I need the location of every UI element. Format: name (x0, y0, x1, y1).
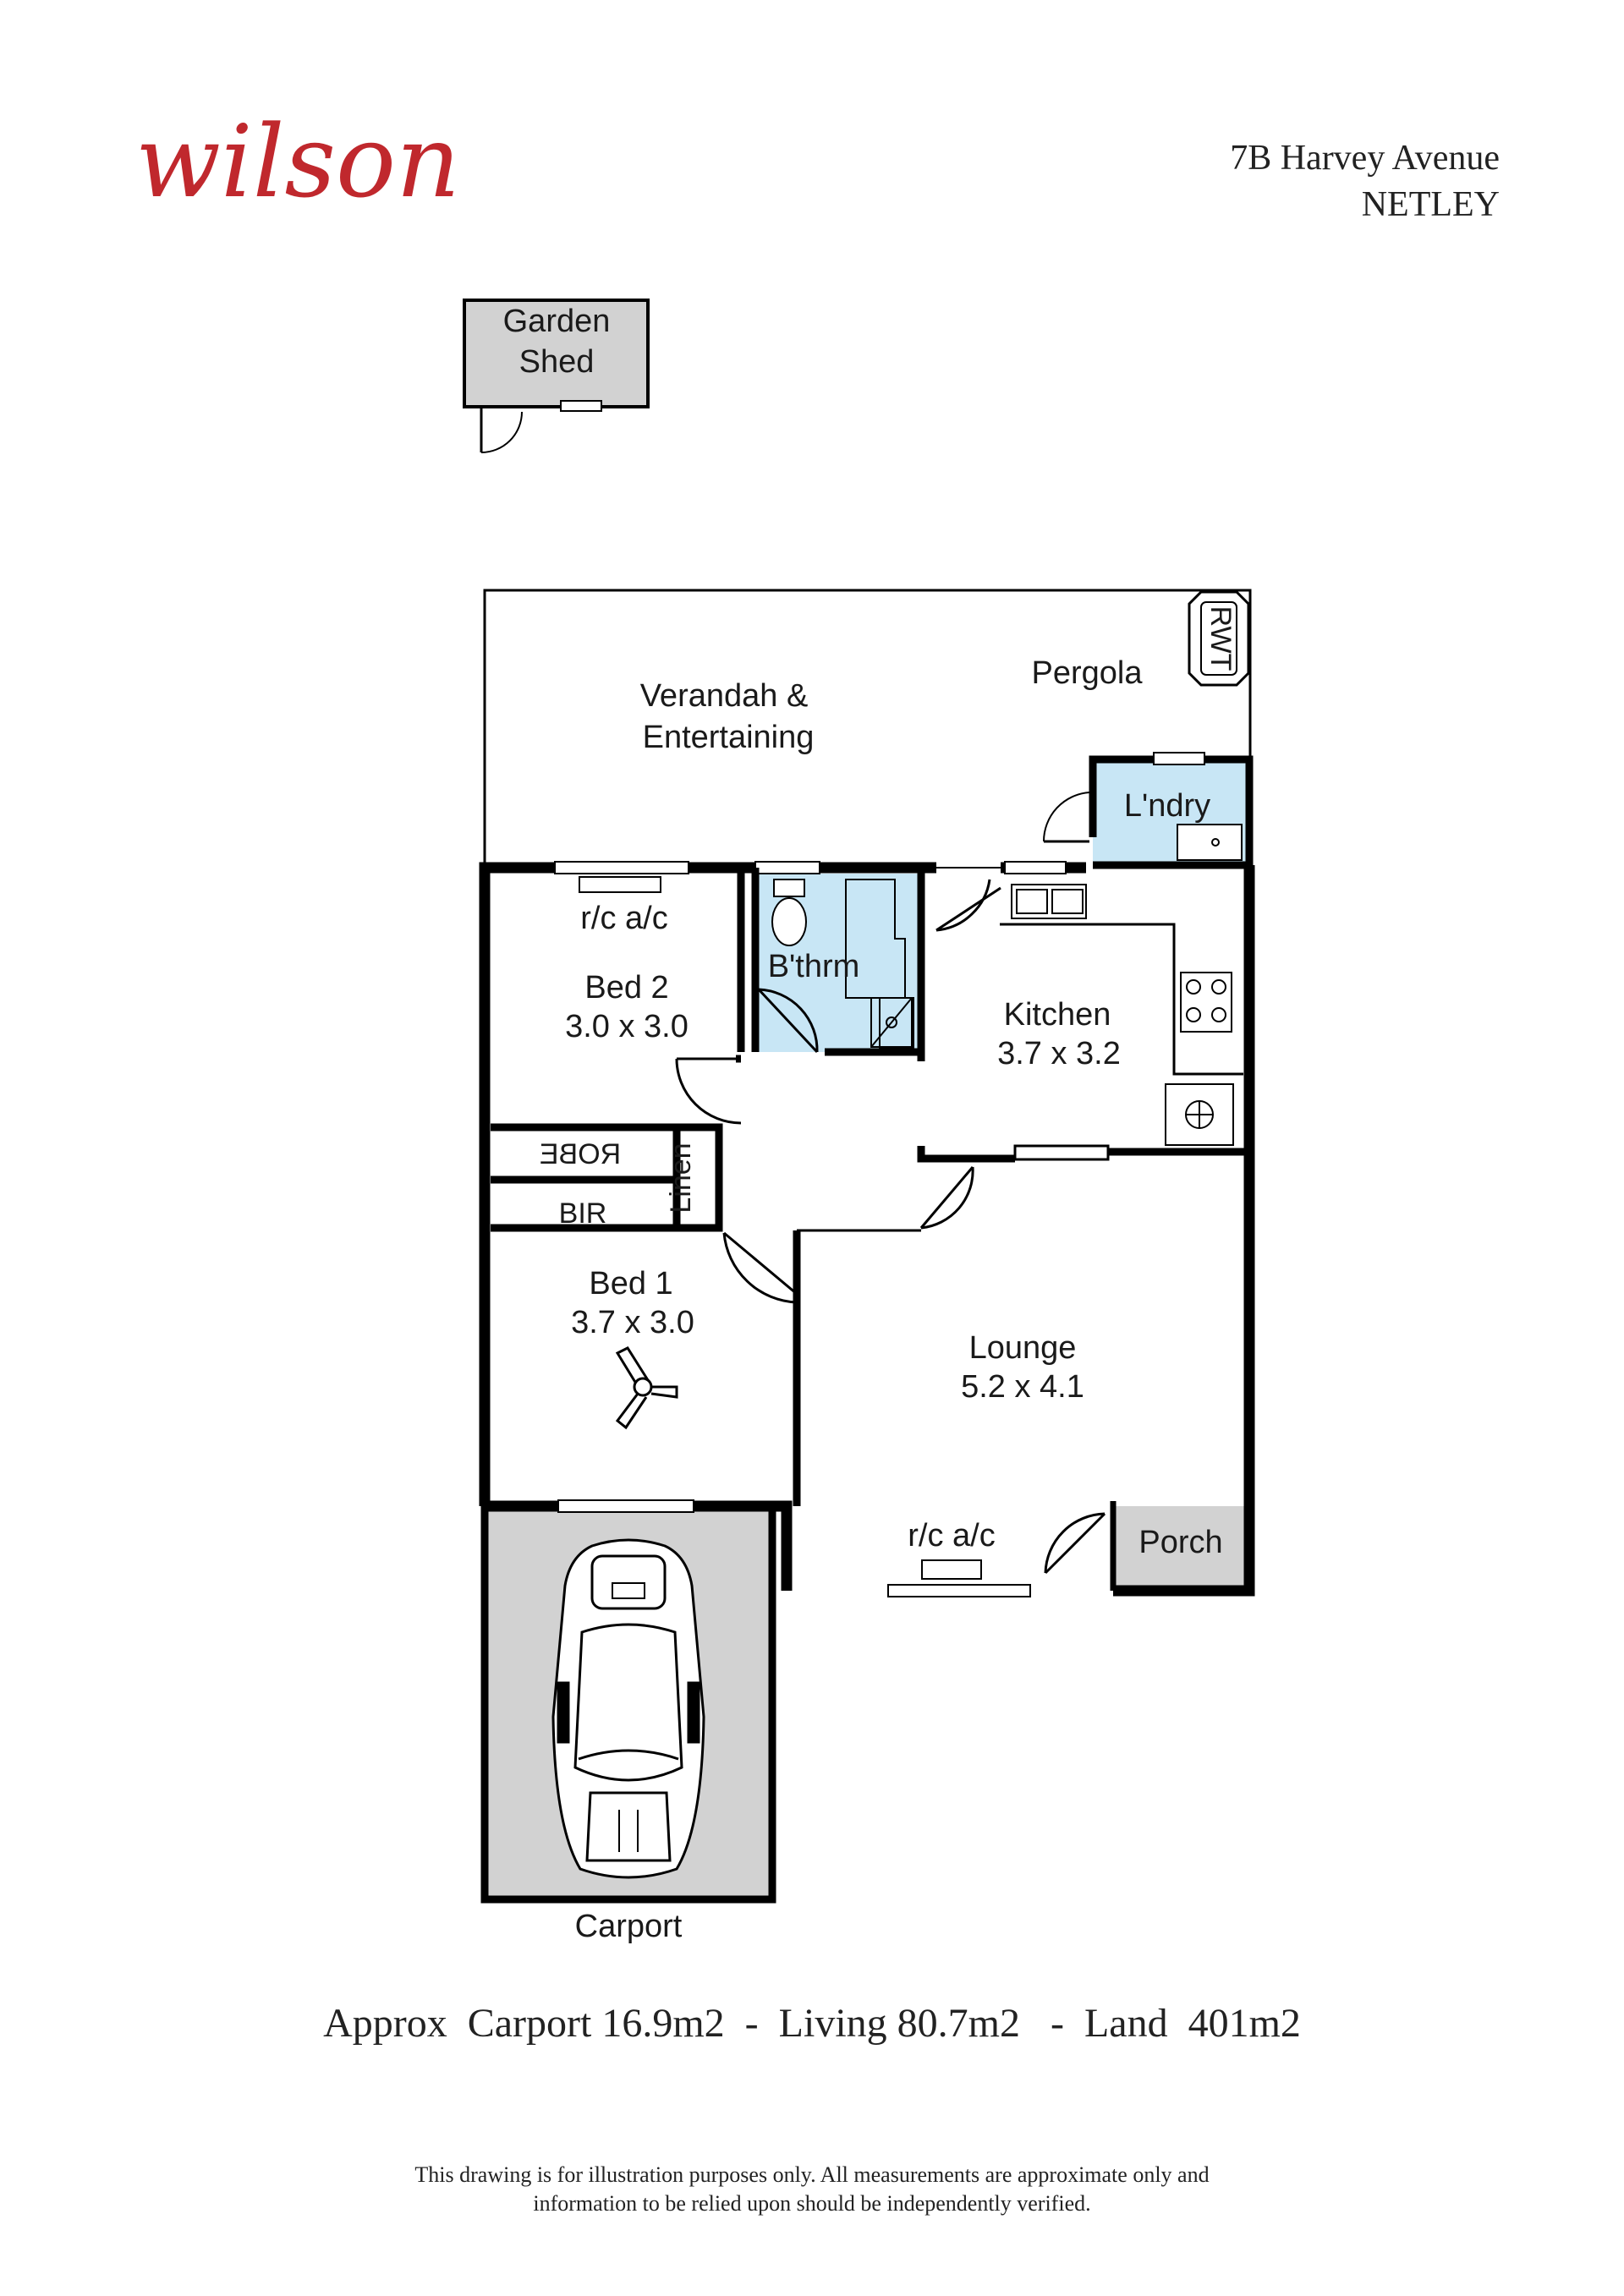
disclaimer-line-2: information to be relied upon should be … (533, 2191, 1091, 2216)
lounge-name: Lounge (969, 1330, 1077, 1366)
windows (554, 861, 1067, 1597)
bed2-name: Bed 2 (584, 970, 668, 1006)
fixtures (579, 876, 1234, 1580)
verandah-label-1: Verandah & (640, 678, 809, 714)
address-line-2: NETLEY (1361, 185, 1500, 224)
kitchen-size: 3.7 x 3.2 (997, 1036, 1121, 1071)
doors (675, 879, 1106, 1575)
kitchen-name: Kitchen (1004, 997, 1111, 1033)
bir-label: BIR (559, 1197, 607, 1230)
garden-shed-label-2: Shed (519, 344, 595, 380)
pergola-label: Pergola (1032, 655, 1144, 691)
disclaimer: This drawing is for illustration purpose… (0, 2161, 1624, 2218)
bed1-size: 3.7 x 3.0 (571, 1305, 694, 1340)
porch-floor (1113, 1506, 1249, 1591)
porch-label: Porch (1138, 1525, 1222, 1560)
wilson-logo: wilson (135, 103, 460, 220)
servery-window (1013, 1144, 1110, 1161)
lounge-size: 5.2 x 4.1 (961, 1369, 1084, 1405)
carport-label: Carport (575, 1909, 683, 1944)
bathroom-label: B'thrm (768, 949, 860, 984)
bed2-size: 3.0 x 3.0 (565, 1009, 689, 1044)
carport: Carport (480, 1502, 776, 1944)
bed2-note: r/c a/c (580, 901, 667, 936)
property-address: 7B Harvey Avenue NETLEY (1230, 135, 1500, 228)
car-icon (551, 1538, 705, 1879)
disclaimer-line-1: This drawing is for illustration purpose… (414, 2162, 1210, 2187)
verandah-label-2: Entertaining (643, 720, 815, 755)
area-summary: Approx Carport 16.9m2 - Living 80.7m2 - … (323, 2001, 1301, 2046)
garden-shed-label-1: Garden (503, 304, 611, 339)
linen-label: Linen (665, 1143, 697, 1213)
rwt-label: RWT (1204, 606, 1237, 671)
garden-shed: Garden Shed (463, 299, 650, 453)
bed1-name: Bed 1 (589, 1266, 672, 1301)
interior-walls (491, 868, 1249, 1591)
address-line-1: 7B Harvey Avenue (1230, 139, 1500, 178)
laundry: L'ndry (1042, 752, 1254, 869)
verandah-area: Verandah & Entertaining Pergola (483, 589, 1252, 865)
lounge-note: r/c a/c (908, 1518, 995, 1553)
rainwater-tank: RWT (1188, 590, 1250, 687)
ceiling-fan-icon (615, 1346, 678, 1430)
laundry-label: L'ndry (1124, 788, 1210, 824)
robe-label: ROBE (540, 1138, 621, 1170)
